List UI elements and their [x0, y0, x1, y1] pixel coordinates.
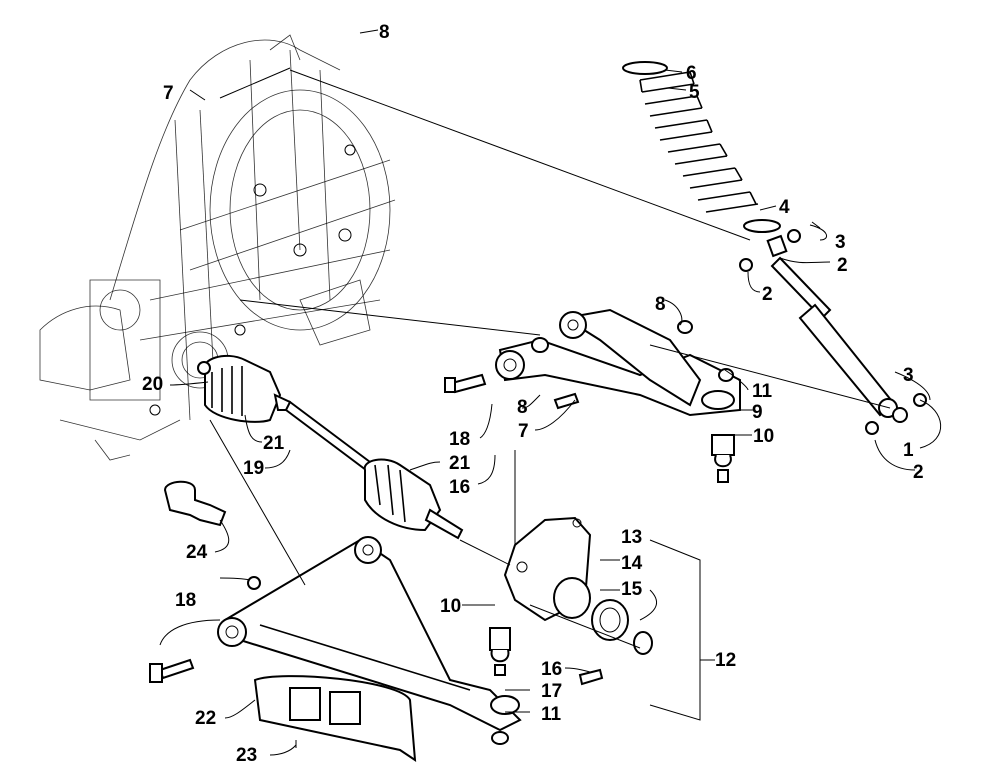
callout-leaders — [159, 29, 942, 756]
callout-label: 8 — [655, 294, 666, 315]
callout-label: 8 — [379, 22, 390, 43]
callout-label: 9 — [752, 402, 763, 423]
upper-a-arm — [444, 308, 741, 483]
callout-label: 11 — [541, 704, 562, 725]
callout-label: 20 — [142, 374, 163, 395]
callout-label: 2 — [762, 284, 773, 305]
callout-label: 18 — [449, 429, 470, 450]
callout-label: 7 — [518, 421, 529, 442]
callout-label: 23 — [236, 745, 257, 766]
callout-label: 18 — [175, 590, 196, 611]
skid-plate — [253, 675, 417, 762]
callout-label: 24 — [186, 542, 208, 563]
frame-and-engine-drawing — [39, 34, 396, 461]
callout-label: 22 — [195, 708, 216, 729]
callout-label: 7 — [163, 83, 174, 104]
callout-label: 3 — [835, 232, 846, 253]
callout-label: 15 — [621, 579, 643, 600]
callout-label: 2 — [837, 255, 848, 276]
callout-label: 19 — [243, 458, 264, 479]
callout-label: 2 — [913, 462, 924, 483]
callout-label: 16 — [449, 477, 470, 498]
steering-knuckle-and-bearing — [503, 516, 653, 655]
drive-axle — [197, 354, 464, 540]
callout-label: 14 — [621, 553, 643, 574]
lower-a-arm — [149, 536, 604, 745]
callout-label: 21 — [449, 453, 471, 474]
leader-lines — [209, 67, 891, 721]
callout-label: 4 — [779, 197, 790, 218]
pivot-pin — [163, 480, 227, 527]
callout-label: 13 — [621, 527, 642, 548]
callout-label: 8 — [517, 397, 528, 418]
shock-absorber-assembly — [622, 61, 927, 435]
callout-label: 1 — [903, 440, 914, 461]
callout-label: 10 — [440, 596, 461, 617]
callout-label: 16 — [541, 659, 562, 680]
callout-label: 21 — [263, 433, 285, 454]
callout-label: 10 — [753, 426, 774, 447]
callout-label: 6 — [686, 63, 697, 84]
callout-label: 11 — [752, 381, 773, 402]
callout-label: 3 — [903, 365, 914, 386]
callout-numbers: 1 2 2 2 3 3 4 5 6 7 7 8 8 8 9 10 10 11 1… — [142, 22, 924, 766]
callout-label: 12 — [715, 650, 736, 671]
callout-label: 5 — [689, 82, 700, 103]
callout-label: 17 — [541, 681, 562, 702]
